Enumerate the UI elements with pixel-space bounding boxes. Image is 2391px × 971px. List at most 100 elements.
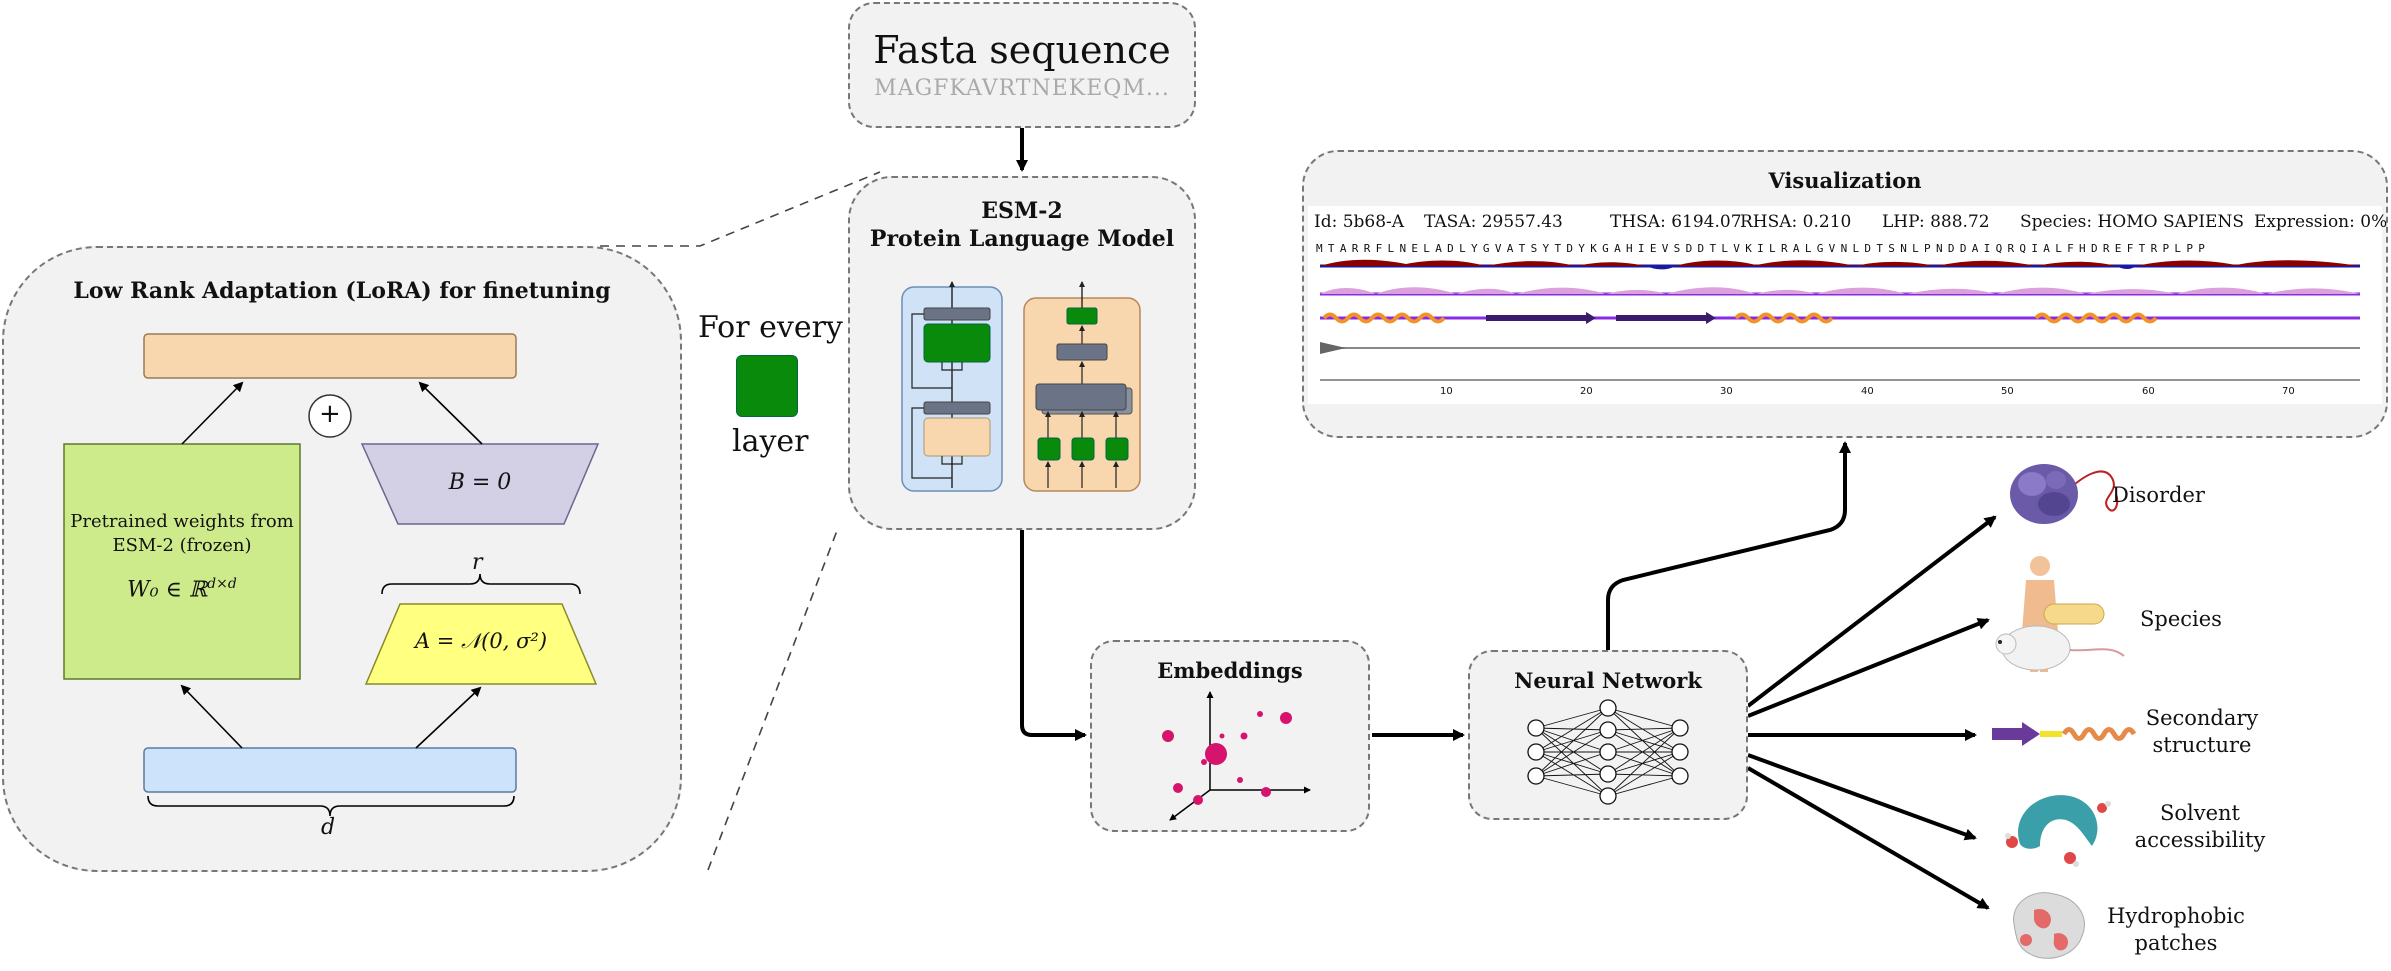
arrow-nn-disorder xyxy=(1746,515,1997,708)
meta-thsa: THSA: 6194.07 xyxy=(1610,212,1742,232)
esm-title: ESM-2 xyxy=(981,198,1063,224)
solvent-line1: Solvent xyxy=(2159,801,2240,825)
d-brace xyxy=(147,795,515,817)
fasta-title: Fasta sequence xyxy=(873,28,1171,72)
embeddings-title: Embeddings xyxy=(1157,658,1303,683)
embeddings-scatter xyxy=(1162,691,1311,821)
nn-node xyxy=(1671,743,1689,761)
zoom-line-bottom xyxy=(707,527,839,871)
lora-input-bar xyxy=(143,747,517,793)
secondary-structure-icon xyxy=(1992,722,2137,746)
solvent-track xyxy=(1320,287,2360,294)
hydrophobic-line2: patches xyxy=(2134,931,2218,955)
embedding-point xyxy=(1173,783,1183,793)
disorder-protein-icon xyxy=(2010,464,2119,524)
tick-label: 60 xyxy=(2142,386,2155,397)
arrow-nn-solvent xyxy=(1747,753,1977,841)
transformer-illustration xyxy=(901,281,1141,492)
helix-2 xyxy=(1734,312,1834,324)
nn-node xyxy=(1599,787,1617,805)
embedding-point xyxy=(1201,759,1207,765)
nn-node xyxy=(1527,719,1545,737)
tick-label: 20 xyxy=(1580,386,1593,397)
r-brace xyxy=(381,573,581,595)
helix-1 xyxy=(1322,312,1446,324)
nn-node xyxy=(1599,765,1617,783)
b-label: B = 0 xyxy=(448,470,512,495)
nn-node xyxy=(1527,767,1545,785)
layer-green-square xyxy=(736,355,798,417)
embedding-point xyxy=(1240,732,1248,740)
meta-id: Id: 5b68-A xyxy=(1314,212,1405,232)
b-matrix-trapezoid xyxy=(360,443,600,525)
hydrophobic-line1: Hydrophobic xyxy=(2107,904,2245,928)
embedding-point xyxy=(1205,743,1227,765)
pretrained-line2: ESM-2 (frozen) xyxy=(112,535,252,556)
fasta-box: Fasta sequence MAGFKAVRTNEKEQM... xyxy=(848,2,1196,128)
a-label: A = 𝒩(0, σ²) xyxy=(414,629,548,653)
nn-node xyxy=(1599,699,1617,717)
tick-label: 30 xyxy=(1720,386,1733,397)
zoom-line-top xyxy=(600,171,881,247)
fasta-sequence: MAGFKAVRTNEKEQM... xyxy=(874,76,1170,101)
d-label: d xyxy=(321,815,336,840)
plus-symbol: + xyxy=(319,399,341,429)
tick-label: 10 xyxy=(1440,386,1453,397)
nn-node xyxy=(1599,743,1617,761)
embedding-point xyxy=(1219,733,1225,739)
pretrained-weights-box xyxy=(63,443,301,680)
tick-label: 50 xyxy=(2001,386,2014,397)
hydrophobic-patches-icon xyxy=(2013,892,2085,959)
visualization-title: Visualization xyxy=(1768,168,1922,193)
embedding-point xyxy=(1261,787,1271,797)
embedding-point xyxy=(1162,730,1174,742)
output-hydrophobic-label: Hydrophobic patches xyxy=(2106,903,2246,957)
visualization-meta: Id: 5b68-A TASA: 29557.43 THSA: 6194.07 … xyxy=(1314,212,2388,236)
output-secondary-label: Secondary structure xyxy=(2142,705,2262,759)
for-every-label: For every xyxy=(698,310,843,345)
arrow-esm-embeddings xyxy=(1020,530,1087,741)
tick-label: 70 xyxy=(2282,386,2295,397)
embedding-point xyxy=(1193,795,1203,805)
neural-network-title: Neural Network xyxy=(1514,668,1702,693)
arrow-nn-visualization xyxy=(1606,441,1851,650)
layer-label: layer xyxy=(732,424,809,459)
secondary-line1: Secondary xyxy=(2145,706,2259,730)
plus-circle xyxy=(308,394,352,438)
tick-label: 40 xyxy=(1861,386,1874,397)
r-label: r xyxy=(472,550,483,575)
visualization-sequence: MTARRFLNELADLYGVATSYTDYKGAHIEVSDDTLVKILR… xyxy=(1316,242,2211,255)
pretrained-label: Pretrained weights from ESM-2 (frozen) W… xyxy=(64,510,300,602)
meta-lhp: LHP: 888.72 xyxy=(1882,212,1990,232)
w0-text: W₀ ∈ ℝ xyxy=(127,577,208,603)
esm-subtitle: Protein Language Model xyxy=(869,226,1175,252)
pretrained-line1: Pretrained weights from xyxy=(70,511,294,532)
lora-diagram xyxy=(63,333,600,817)
arrow-nn-species xyxy=(1747,618,1990,718)
meta-rhsa: RHSA: 0.210 xyxy=(1740,212,1852,232)
species-icon xyxy=(1995,556,2125,672)
visualization-panel xyxy=(1308,206,2382,404)
visualization-axis-ticks: 10 20 30 40 50 60 70 xyxy=(1316,386,2386,402)
w0-formula: W₀ ∈ ℝd×d xyxy=(64,572,300,602)
lora-title: Low Rank Adaptation (LoRA) for finetunin… xyxy=(73,278,611,304)
strand-1 xyxy=(1486,312,1596,324)
output-disorder-label: Disorder xyxy=(2112,483,2205,507)
meta-expression: Expression: 0% xyxy=(2254,212,2388,232)
nn-node xyxy=(1527,743,1545,761)
solvent-line2: accessibility xyxy=(2134,828,2266,852)
neural-network-graph xyxy=(1527,699,1689,805)
w0-sup: d×d xyxy=(207,576,237,592)
output-species-label: Species xyxy=(2140,607,2222,631)
hydrophobic-wedge xyxy=(1320,342,1346,354)
a-matrix-trapezoid xyxy=(364,603,598,685)
strand-2 xyxy=(1616,312,1716,324)
nn-node xyxy=(1671,767,1689,785)
embeddings-box: Embeddings xyxy=(1090,640,1370,832)
lora-output-bar xyxy=(143,333,517,379)
embedding-point xyxy=(1257,711,1263,717)
meta-species: Species: HOMO SAPIENS xyxy=(2020,212,2244,232)
meta-tasa: TASA: 29557.43 xyxy=(1424,212,1563,232)
visualization-tracks xyxy=(1320,259,2360,381)
